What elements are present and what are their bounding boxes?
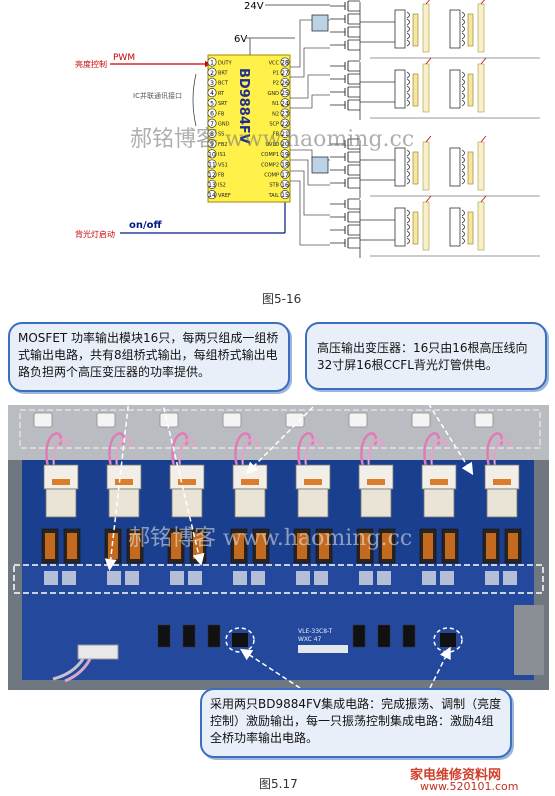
right-pin-name: FB <box>273 132 280 138</box>
board-silk-1: VLE-33C8-T <box>298 628 333 635</box>
left-pin-number: 11 <box>208 162 216 169</box>
right-pin-name: STB <box>269 183 279 189</box>
right-pin-number: 23 <box>281 111 289 118</box>
schematic-watermark: 郝铭博客 www.haoming.cc <box>130 127 414 152</box>
left-pin-name: DUTY <box>218 60 233 66</box>
left-pin-name: IS2 <box>218 183 226 189</box>
mosfet-highlight-box <box>13 564 544 594</box>
left-pin-name: VS1 <box>218 162 228 168</box>
right-pin-number: 22 <box>281 121 289 128</box>
serial-interface-label: IC并联通讯接口 <box>133 91 182 100</box>
bd9884fv-chip <box>207 54 291 203</box>
bridge-output-stages <box>330 0 540 258</box>
mosfet-callout: MOSFET 功率输出模块16只，每两只组成一组桥式输出电路，共有8组桥式输出，… <box>8 322 290 392</box>
left-pin-name: BRT <box>218 71 229 77</box>
left-pin-name: FB <box>218 173 225 179</box>
ic-2-highlight <box>433 627 463 653</box>
site-logo-text: 家电维修资料网 <box>410 768 502 783</box>
left-pin-number: 4 <box>210 90 214 97</box>
right-pin-name: COMP2 <box>261 162 279 168</box>
left-pin-number: 13 <box>208 182 216 189</box>
right-pin-name: TAIL <box>268 193 280 199</box>
schematic-diagram: 24V 6V PWM 亮度控制 IC并联通讯接口 on/off 背光灯启动 BD… <box>0 0 555 282</box>
left-pin-number: 1 <box>210 60 214 67</box>
right-pin-name: N2 <box>272 111 279 117</box>
left-pin-number: 10 <box>208 151 216 158</box>
left-pin-name: FB2 <box>218 142 228 148</box>
left-pin-name: FB <box>218 111 225 117</box>
supply-6v-label: 6V <box>234 34 247 45</box>
left-pin-number: 7 <box>210 121 214 128</box>
board-watermark: 郝铭博客 www.haoming.cc <box>128 526 412 551</box>
right-pin-number: 24 <box>281 100 289 107</box>
left-pin-name: SS <box>218 132 224 138</box>
right-pin-name: COMP <box>264 173 279 179</box>
right-pin-name: COMP1 <box>261 152 279 158</box>
figure-caption-5-16: 图5-16 <box>262 292 302 306</box>
ic-1-highlight <box>225 627 255 653</box>
chip-name: BD9884FV <box>236 68 251 144</box>
right-pin-name: UVLO <box>265 142 279 148</box>
chip-right-pins: 28VCC27P126P225GND24N123N222SCP21FB20UVL… <box>261 57 290 199</box>
right-pin-number: 25 <box>281 90 289 97</box>
transformer-callout: 高压输出变压器：16只由16根高压线向32寸屏16根CCFL背光灯管供电。 <box>305 322 547 390</box>
right-pin-number: 27 <box>281 70 289 77</box>
left-pin-number: 8 <box>210 131 214 138</box>
left-pin-number: 2 <box>210 70 214 77</box>
left-pin-number: 14 <box>208 192 216 199</box>
left-pin-name: GND <box>218 122 230 128</box>
right-pin-number: 21 <box>281 131 289 138</box>
left-pin-number: 3 <box>210 80 214 87</box>
right-pin-name: P2 <box>273 81 279 87</box>
right-pin-number: 15 <box>281 192 289 199</box>
right-pin-number: 28 <box>281 60 289 67</box>
left-pin-name: BCT <box>218 81 229 87</box>
left-pin-name: VREF <box>218 193 231 199</box>
left-pin-number: 5 <box>210 100 214 107</box>
backlight-start-label: 背光灯启动 <box>75 229 115 239</box>
figure-caption-5-17: 图5.17 <box>259 777 298 791</box>
ic-callout: 采用两只BD9884FV集成电路：完成振荡、调制（亮度控制）激励输出，每一只振荡… <box>200 688 512 758</box>
right-pin-number: 16 <box>281 182 289 189</box>
left-pin-name: IS1 <box>218 152 226 158</box>
left-pin-number: 12 <box>208 172 216 179</box>
left-pin-number: 6 <box>210 111 214 118</box>
brightness-control-label: 亮度控制 <box>75 59 107 69</box>
board-silk-2: WXC 47 <box>298 636 322 643</box>
right-pin-number: 26 <box>281 80 289 87</box>
right-pin-number: 20 <box>281 141 289 148</box>
pwm-label: PWM <box>113 53 135 63</box>
right-pin-name: GND <box>268 91 280 97</box>
right-pin-name: VCC <box>269 60 280 66</box>
left-pin-number: 9 <box>210 141 214 148</box>
right-pin-number: 19 <box>281 151 289 158</box>
site-url: www.520101.com <box>420 780 519 793</box>
gate-drive-traces <box>290 19 330 246</box>
right-pin-name: N1 <box>272 101 279 107</box>
left-pin-name: SRT <box>218 101 228 107</box>
supply-24v-label: 24V <box>244 1 264 12</box>
right-pin-number: 18 <box>281 162 289 169</box>
onoff-label: on/off <box>129 220 163 231</box>
right-pin-name: SCP <box>269 122 279 128</box>
right-pin-number: 17 <box>281 172 289 179</box>
left-pin-name: RT <box>218 91 225 97</box>
right-pin-name: P1 <box>273 71 279 77</box>
